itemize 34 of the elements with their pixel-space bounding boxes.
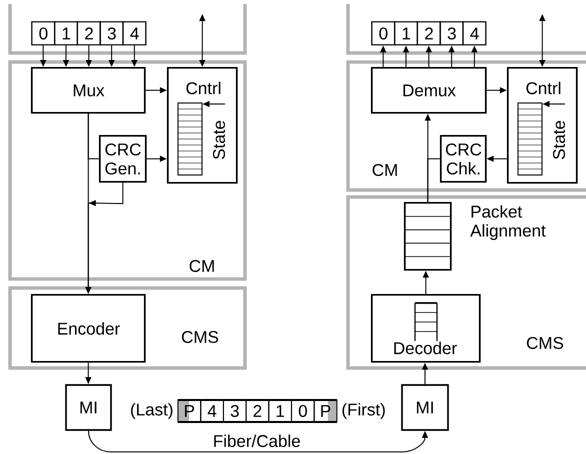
buffer-cell: 3 — [440, 21, 464, 46]
buffer-cell: 2 — [416, 21, 441, 46]
control-box: Cntrl State — [166, 66, 238, 184]
buffer-cell: 3 — [100, 21, 124, 46]
packet-cell: 0 — [291, 399, 315, 423]
packet-cell: P — [177, 399, 202, 423]
block-box: Encoder — [30, 294, 146, 363]
end-label: (Last) — [131, 403, 172, 419]
buffer-cell: 0 — [31, 21, 56, 46]
packet-cell: 3 — [222, 399, 247, 423]
panel-frame — [346, 4, 586, 55]
buffer-cell: 1 — [394, 21, 418, 46]
control-box: Cntrl State — [506, 66, 578, 184]
packet-cell: 2 — [246, 399, 270, 423]
edge-label: Fiber/Cable — [212, 434, 302, 448]
buffer-cell: 4 — [462, 21, 486, 46]
block-box: Mux — [30, 66, 146, 114]
buffer-cell: 0 — [371, 21, 396, 46]
block-box: MI — [401, 384, 449, 431]
packet-cell: 1 — [268, 399, 292, 423]
block-box: MI — [65, 384, 112, 431]
block-box: Demux — [370, 66, 487, 114]
decoder-box: Decoder — [370, 294, 481, 363]
packet-cell: 4 — [200, 399, 224, 423]
block-box: CRC Chk. — [440, 134, 487, 183]
end-label: (First) — [342, 403, 385, 419]
buffer-cell: 1 — [54, 21, 78, 46]
beside-label: Packet Alignment — [470, 205, 546, 240]
fifo-buffer — [404, 202, 452, 271]
block-box: CRC Gen. — [98, 134, 147, 183]
packet-cell: P — [314, 399, 338, 423]
buffer-cell: 4 — [122, 21, 146, 46]
buffer-cell: 2 — [76, 21, 101, 46]
panel-frame — [8, 4, 247, 55]
